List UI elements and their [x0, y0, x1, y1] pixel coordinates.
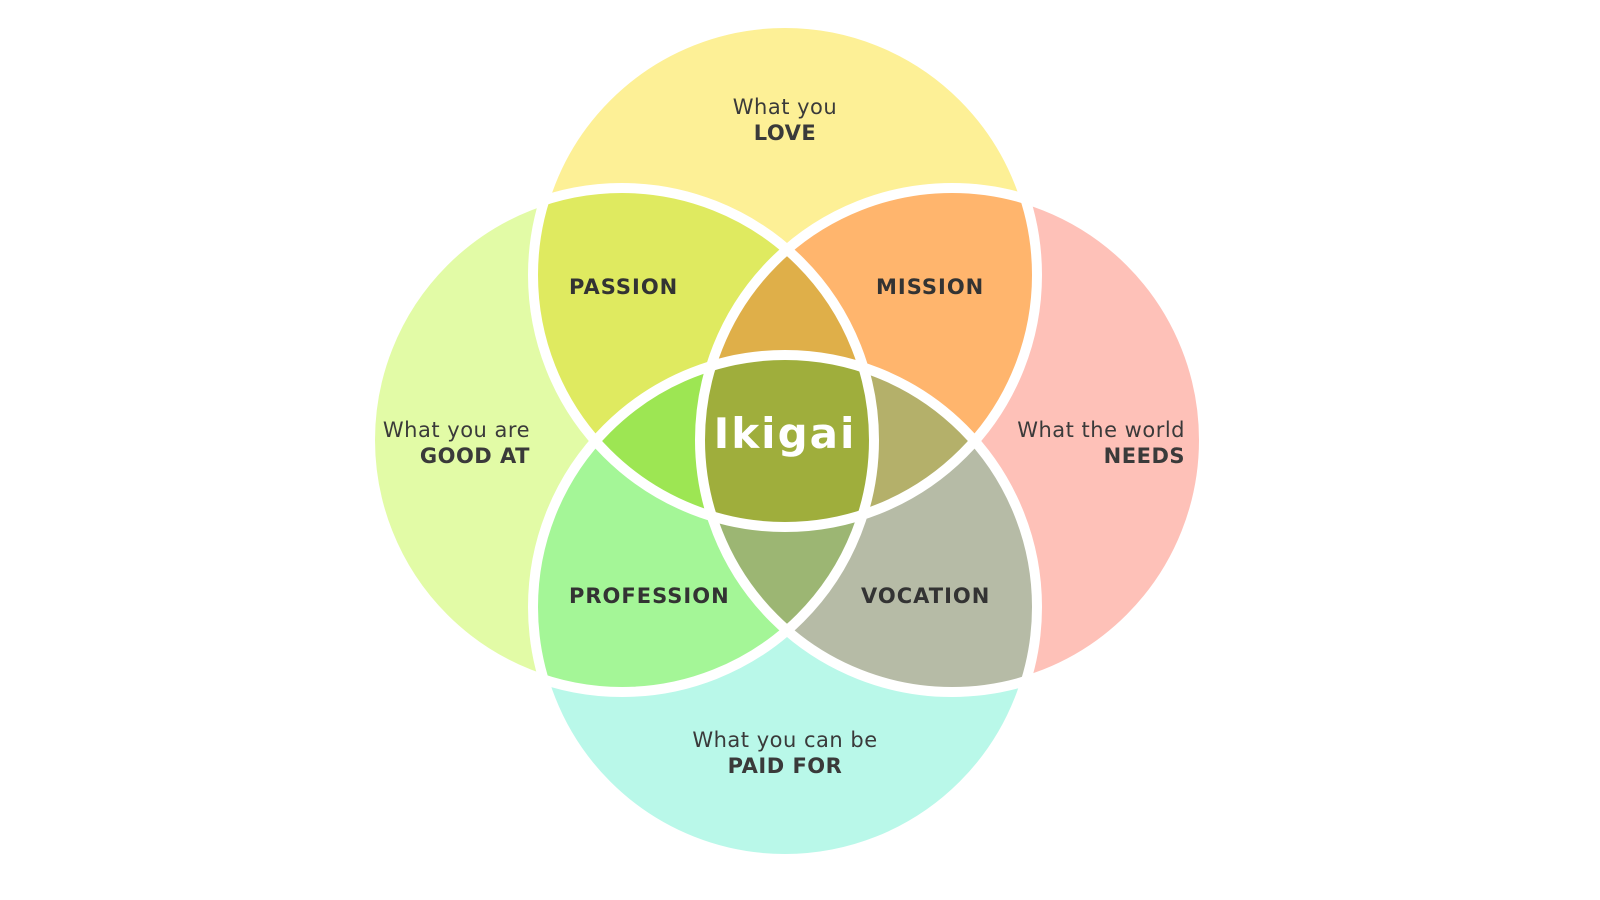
- overlap-love-needs-paid: [700, 355, 1037, 527]
- label-mission: MISSION: [876, 275, 985, 299]
- label-love-line2: LOVE: [753, 121, 817, 145]
- outline-love: [528, 18, 1042, 532]
- label-passion: PASSION: [569, 275, 679, 299]
- label-good-at-line2: GOOD AT: [419, 444, 530, 468]
- label-world-needs-line2: NEEDS: [1103, 444, 1185, 468]
- label-world-needs: What the world NEEDS: [975, 417, 1185, 469]
- overlap-love-good-needs: [700, 188, 874, 527]
- label-paid-for-line1: What you can be: [692, 728, 878, 752]
- label-good-at-line1: What you are: [382, 418, 530, 442]
- outline-world-needs: [695, 183, 1209, 697]
- outline-good-at: [365, 183, 879, 697]
- label-love-line1: What you: [732, 95, 838, 119]
- overlap-love-good-paid: [533, 355, 874, 527]
- label-paid-for-line2: PAID FOR: [727, 754, 843, 778]
- label-vocation: VOCATION: [861, 584, 991, 608]
- label-paid-for: What you can be PAID FOR: [670, 727, 900, 779]
- label-profession: PROFESSION: [569, 584, 730, 608]
- overlap-good-needs-paid: [700, 355, 874, 692]
- label-good-at: What you are GOOD AT: [340, 417, 530, 469]
- label-love: What you LOVE: [685, 94, 885, 146]
- outline-paid-for: [528, 350, 1042, 864]
- label-ikigai: Ikigai: [713, 409, 857, 458]
- label-world-needs-line1: What the world: [1017, 418, 1185, 442]
